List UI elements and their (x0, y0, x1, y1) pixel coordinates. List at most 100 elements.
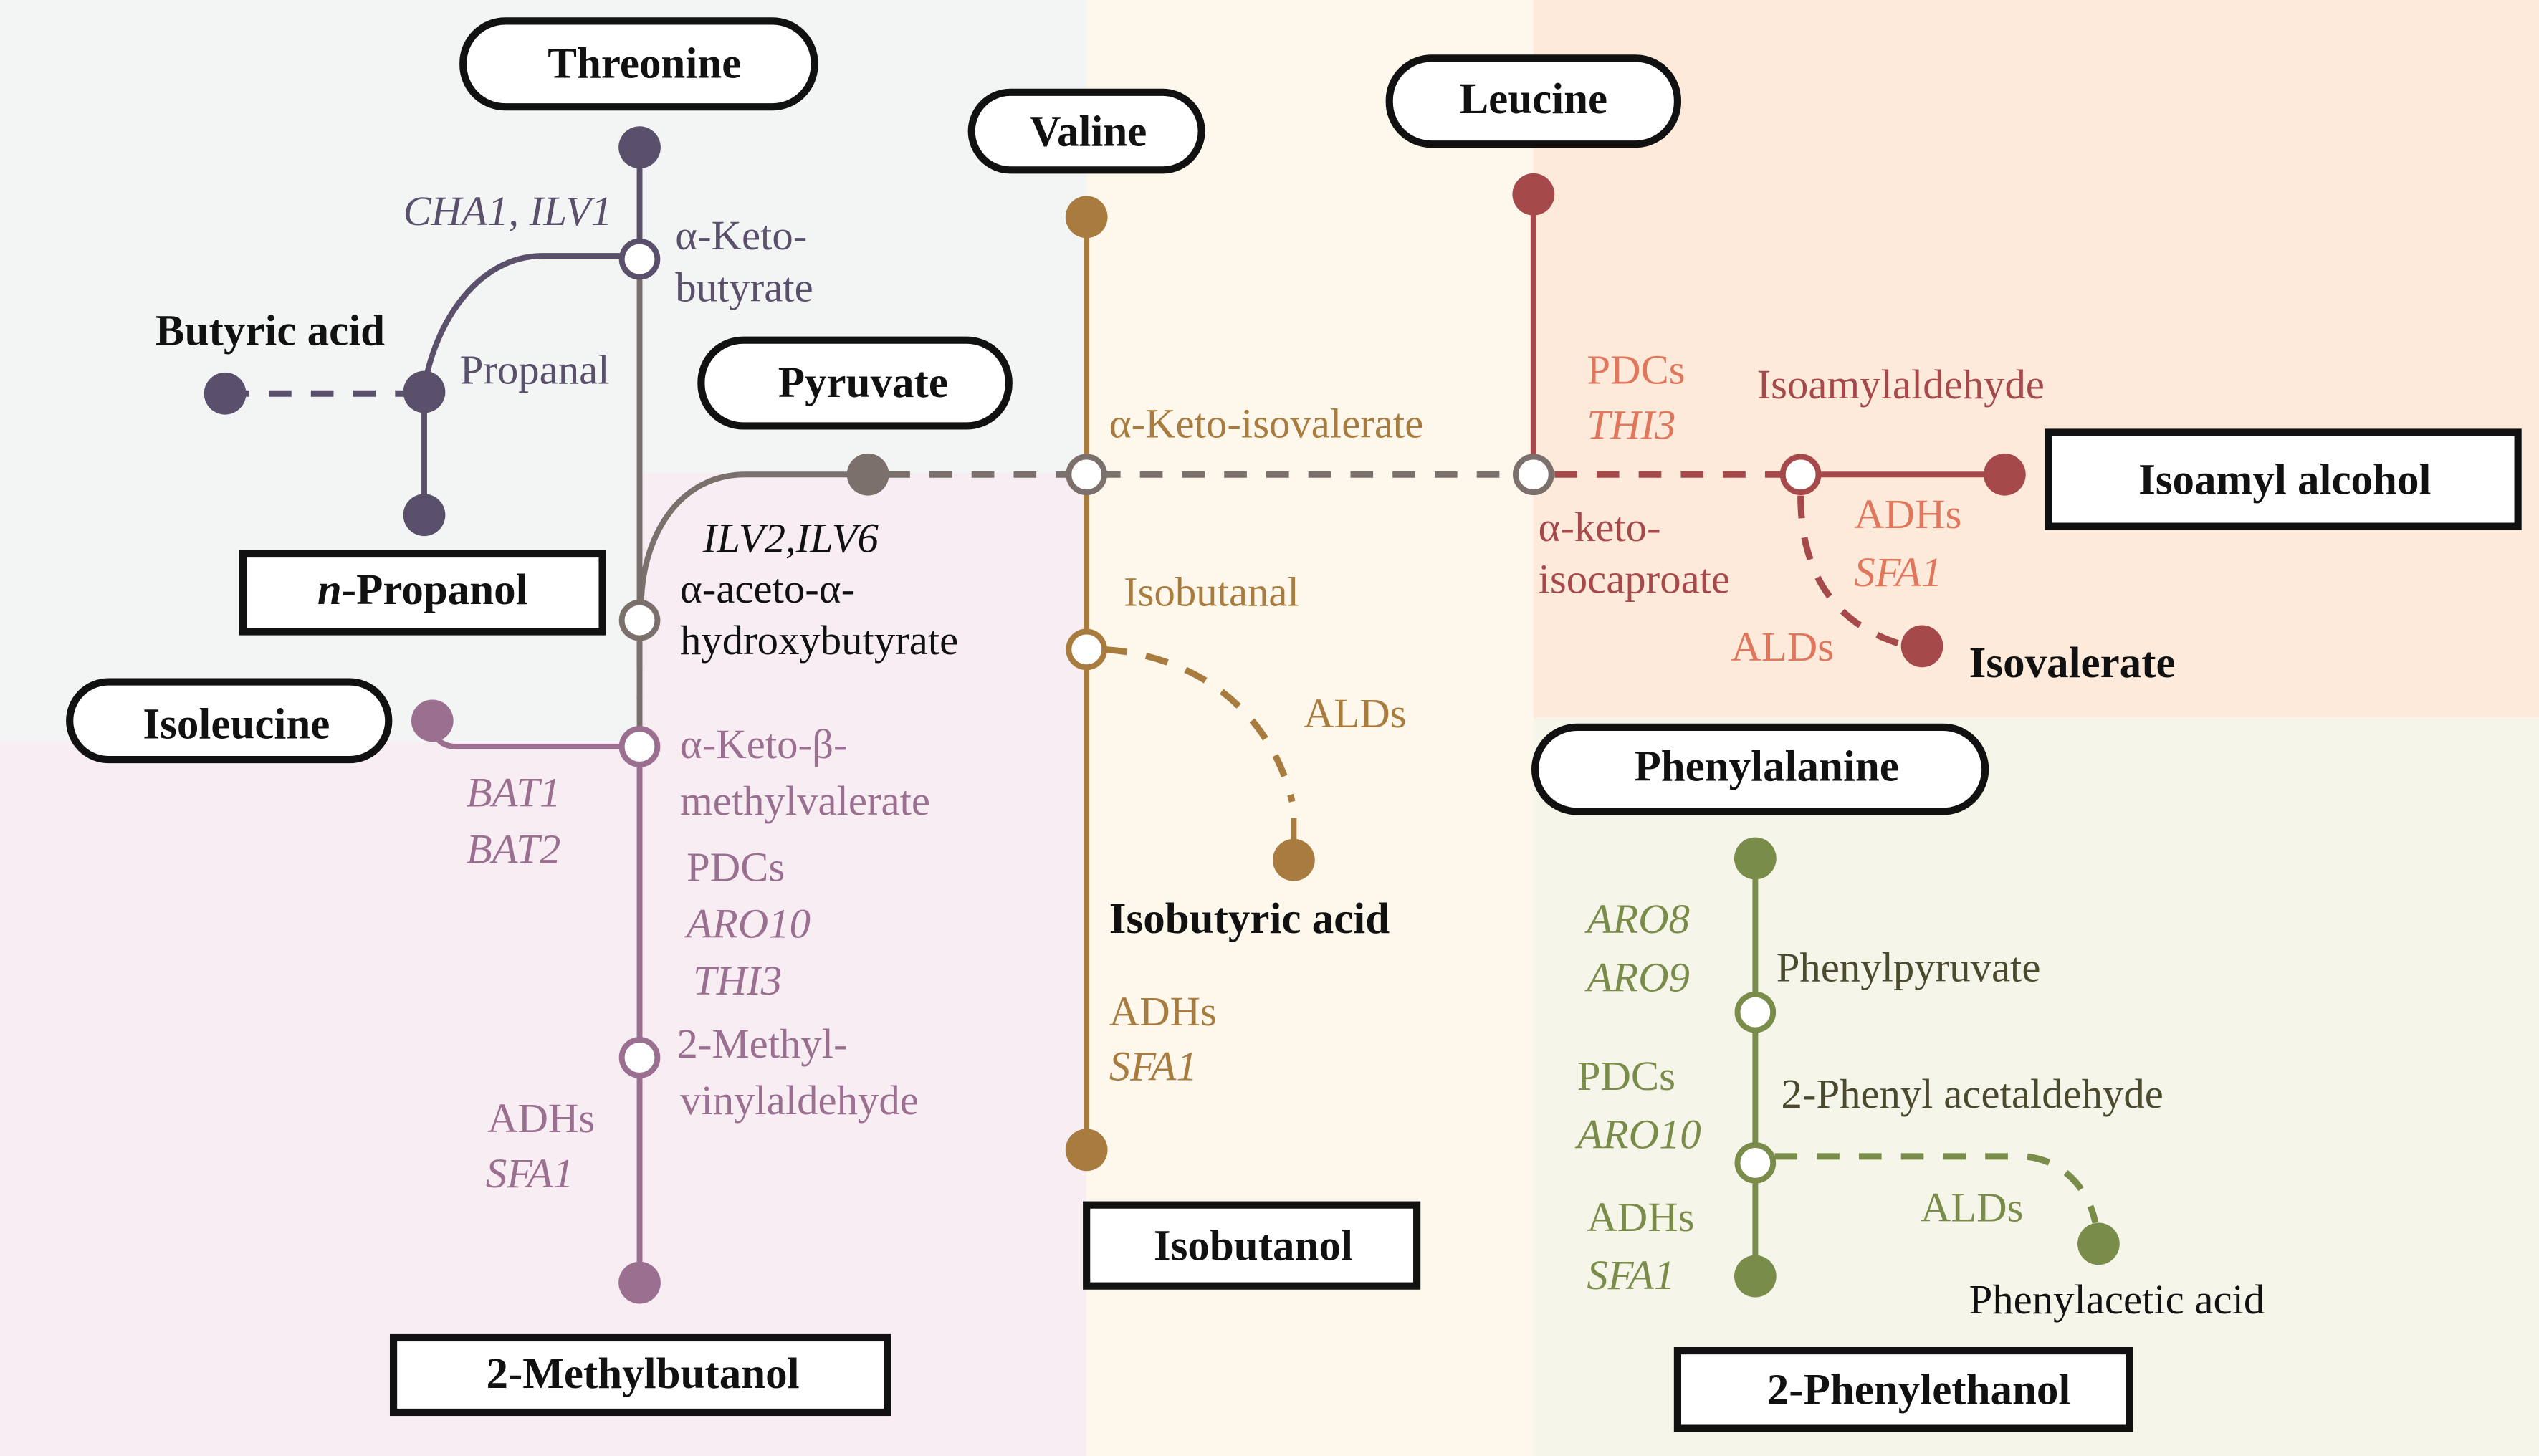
pyruvate-pill[interactable] (697, 336, 1013, 430)
phenylpyruvate-node[interactable] (1734, 991, 1777, 1033)
isoleucine-reductase-adhs: ADHs (487, 1095, 595, 1141)
ketobutyrate-label-1: α-Keto- (675, 212, 807, 259)
valine-reductase-sfa1: SFA1 (1109, 1043, 1197, 1090)
threonine-genes: CHA1, ILV1 (403, 188, 613, 234)
isovalerate-dash (1797, 495, 1904, 648)
phenylalanine-enzyme-aro10: ARO10 (1574, 1111, 1701, 1158)
ketobutyrate-node[interactable] (618, 238, 661, 280)
isoamylaldehyde-label: Isoamylaldehyde (1757, 361, 2045, 408)
phenylacetaldehyde-node[interactable] (1734, 1142, 1777, 1184)
n-propanol-label: n-Propanol (317, 566, 528, 614)
valine-reductase-adhs: ADHs (1109, 988, 1217, 1035)
n-propanol-box[interactable] (239, 550, 606, 636)
phenylalanine-oxidase-alds: ALDs (1921, 1184, 2024, 1230)
isobutanol-box[interactable] (1083, 1201, 1421, 1290)
isoamyl-alcohol-box[interactable] (2045, 428, 2522, 530)
ketomethylvalerate-node[interactable] (618, 726, 661, 767)
pyruvate-branch: Pyruvate ILV2,ILV6 α-aceto-α- hydroxybut… (618, 336, 1514, 729)
isoleucine-pill[interactable] (66, 678, 393, 764)
pyruvate-node[interactable] (846, 453, 889, 496)
bg-leucine-region (1533, 0, 2539, 718)
valine-branch: Valine α-Keto-isovalerate Isobutanal ALD… (967, 88, 1423, 1290)
ketoisocaproate-label-2: isocaproate (1539, 555, 1730, 602)
ketomethylvalerate-label-1: α-Keto-β- (680, 721, 848, 767)
ketoisovalerate-label: α-Keto-isovalerate (1109, 400, 1423, 446)
propanal-node[interactable] (403, 370, 446, 413)
isobutyric-acid-node[interactable] (1273, 838, 1315, 881)
ketobutyrate-label-2: butyrate (675, 264, 813, 310)
pyruvate-arc (638, 471, 869, 603)
phenylalanine-reductase-adhs: ADHs (1587, 1194, 1694, 1240)
acetohydroxybutyrate-node[interactable] (618, 599, 661, 641)
isoleucine-node[interactable] (411, 699, 454, 742)
n-propanol-prefix: n (317, 566, 342, 614)
isobutanol-label: Isobutanol (1154, 1222, 1353, 1270)
bg-phenylalanine-region (1533, 717, 2539, 1456)
isobutanal-node[interactable] (1066, 628, 1107, 671)
acetohydroxybutyrate-label-2: hydroxybutyrate (680, 617, 958, 664)
isobutyric-dash (1104, 646, 1296, 803)
isovalerate-node[interactable] (1900, 625, 1943, 668)
pyruvate-label: Pyruvate (778, 359, 948, 407)
threonine-pill[interactable] (459, 17, 818, 111)
phenylethanol-node[interactable] (1734, 1255, 1777, 1298)
acetohydroxybutyrate-label-1: α-aceto-α- (680, 565, 855, 612)
threonine-branch: Threonine CHA1, ILV1 α-Keto- butyrate Pr… (156, 17, 818, 700)
phenylacetaldehyde-label: 2-Phenyl acetaldehyde (1782, 1071, 2163, 1117)
leucine-pill[interactable] (1385, 54, 1681, 148)
valine-pill[interactable] (967, 88, 1205, 174)
isobutyric-acid-label: Isobutyric acid (1109, 895, 1390, 943)
isobutanol-node[interactable] (1065, 1129, 1108, 1172)
leucine-enzyme-pdcs: PDCs (1587, 347, 1685, 393)
valine-oxidase-alds: ALDs (1304, 690, 1407, 737)
propanal-arc (421, 253, 623, 390)
leucine-node[interactable] (1512, 173, 1555, 216)
methylbutanol-box[interactable] (389, 1333, 891, 1417)
isoamylaldehyde-node[interactable] (1779, 454, 1822, 496)
phenylalanine-genes-2: ARO9 (1584, 954, 1690, 1000)
butyric-acid-node[interactable] (204, 372, 247, 415)
isoleucine-enzyme-pdcs: PDCs (687, 844, 785, 891)
methylbutanol-node[interactable] (618, 1261, 661, 1304)
phenylpyruvate-label: Phenylpyruvate (1777, 944, 2041, 991)
leucine-reductase-adhs: ADHs (1854, 491, 1961, 537)
n-propanol-node[interactable] (403, 494, 446, 537)
ketoisocaproate-label-1: α-keto- (1539, 504, 1661, 550)
ketoisovalerate-node[interactable] (1066, 454, 1107, 496)
leucine-reductase-sfa1: SFA1 (1854, 549, 1942, 595)
phenylacetic-dash (1774, 1153, 2099, 1224)
leucine-label: Leucine (1459, 75, 1607, 123)
methylvinylaldehyde-label-1: 2-Methyl- (676, 1020, 847, 1067)
phenylalanine-label: Phenylalanine (1634, 742, 1898, 790)
methylvinylaldehyde-label-2: vinylaldehyde (680, 1077, 919, 1124)
phenylalanine-enzyme-pdcs: PDCs (1577, 1053, 1675, 1099)
phenylalanine-reductase-sfa1: SFA1 (1587, 1252, 1675, 1298)
leucine-enzyme-thi3: THI3 (1587, 402, 1675, 449)
isoleucine-genes-1: BAT1 (467, 770, 561, 816)
isoleucine-label: Isoleucine (143, 701, 330, 749)
phenylalanine-node[interactable] (1734, 837, 1777, 880)
valine-node[interactable] (1065, 196, 1108, 239)
bg-pyruvate-pink-region (638, 473, 1087, 749)
isovalerate-label: Isovalerate (1969, 639, 2176, 687)
methylvinylaldehyde-node[interactable] (618, 1037, 661, 1078)
ketoisocaproate-node[interactable] (1512, 454, 1554, 496)
pyruvate-genes: ILV2,ILV6 (702, 515, 879, 562)
butyric-acid-label: Butyric acid (156, 307, 385, 355)
valine-label: Valine (1030, 107, 1147, 155)
phenylethanol-box[interactable] (1673, 1346, 2133, 1432)
isoleucine-enzyme-thi3: THI3 (693, 957, 782, 1004)
threonine-node[interactable] (618, 126, 661, 169)
methylbutanol-label: 2-Methylbutanol (486, 1350, 799, 1398)
phenylalanine-branch: Phenylalanine ARO8 ARO9 Phenylpyruvate P… (1531, 723, 2265, 1432)
isoamyl-alcohol-node[interactable] (1983, 453, 2026, 496)
phenylalanine-pill[interactable] (1531, 723, 1989, 815)
isobutanal-label: Isobutanal (1124, 568, 1299, 615)
phenylacetic-acid-node[interactable] (2077, 1222, 2120, 1265)
isoleucine-enzyme-aro10: ARO10 (684, 901, 811, 947)
phenylalanine-genes-1: ARO8 (1584, 896, 1690, 942)
isoleucine-branch: Isoleucine BAT1 BAT2 α-Keto-β- methylval… (66, 678, 930, 1417)
isoamyl-alcohol-label: Isoamyl alcohol (2138, 456, 2431, 504)
